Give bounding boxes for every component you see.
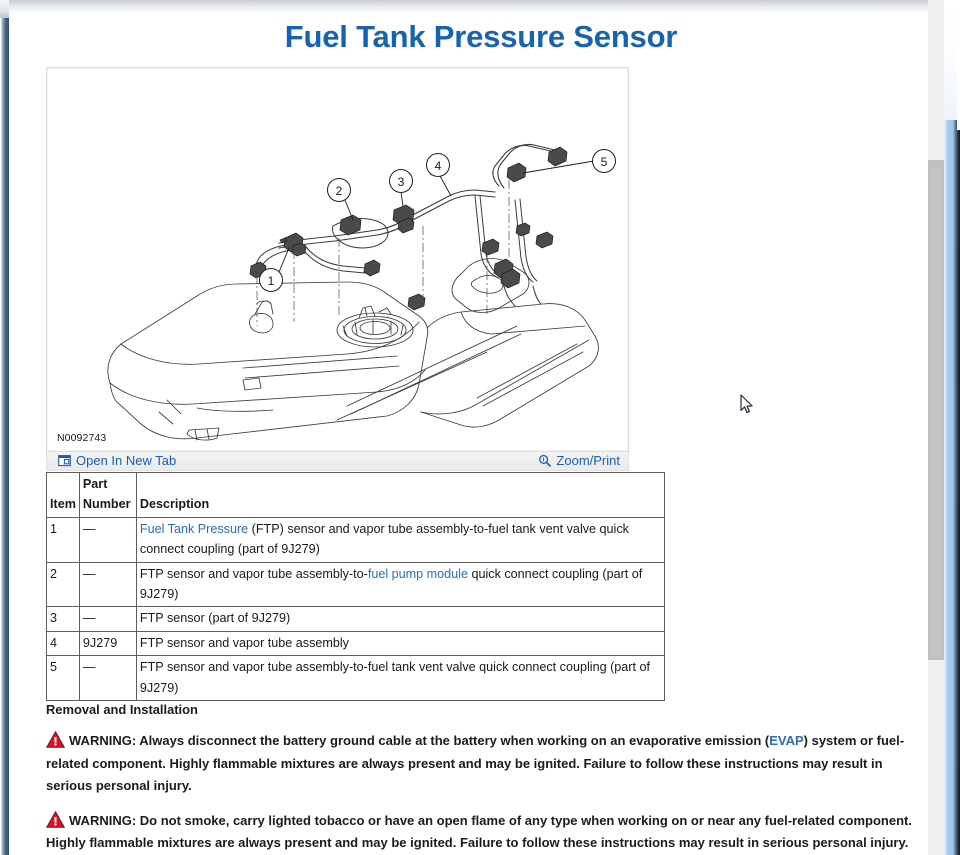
cell-part-number: — — [78, 606, 137, 632]
header-part-number: Part Number — [78, 472, 137, 518]
warning-block: WARNING: Always disconnect the battery g… — [45, 730, 931, 797]
warning-triangle-icon — [45, 810, 66, 828]
cell-item: 4 — [46, 630, 80, 657]
magnifier-icon — [538, 454, 552, 467]
figure-id-label: N0092743 — [57, 432, 107, 444]
open-in-new-tab-button[interactable]: Open In New Tab — [58, 454, 176, 467]
document-page: Fuel Tank Pressure Sensor — [9, 0, 935, 855]
svg-text:5: 5 — [601, 155, 608, 169]
description-suffix: (FTP) sensor and vapor tube assembly-to-… — [139, 521, 629, 557]
warning-text-after: ) system or fuel-related component. High… — [46, 733, 905, 794]
page-title: Fuel Tank Pressure Sensor — [284, 19, 678, 54]
warning-triangle-icon — [45, 731, 66, 749]
cell-item: 1 — [46, 516, 80, 563]
window-right-frame — [944, 0, 960, 855]
window-right-frame-highlight — [944, 0, 960, 120]
procedure-section: Removal and Installation WARNING: Always… — [45, 702, 931, 855]
parts-table: Item Part Number Description 1 — Fuel Ta… — [46, 472, 666, 701]
svg-text:4: 4 — [435, 159, 442, 173]
cell-description: FTP sensor and vapor tube assembly-to-fu… — [135, 561, 666, 608]
window-left-frame-highlight — [0, 0, 9, 18]
cell-description: Fuel Tank Pressure (FTP) sensor and vapo… — [135, 516, 666, 563]
table-header-row: Item Part Number Description — [46, 472, 666, 518]
svg-text:1: 1 — [268, 274, 275, 288]
svg-text:3: 3 — [398, 175, 405, 189]
cell-part-number: — — [78, 516, 137, 563]
window-top-shade — [9, 0, 944, 14]
fuel-tank-diagram: 1 2 3 4 5 — [107, 143, 616, 441]
figure-toolbar: Open In New Tab Zoom/Print — [46, 452, 629, 471]
description-link[interactable]: fuel pump module — [367, 566, 468, 581]
cell-item: 5 — [46, 655, 80, 701]
open-in-new-tab-icon — [58, 454, 71, 467]
procedure-heading: Removal and Installation — [46, 702, 198, 717]
cell-description: FTP sensor (part of 9J279) — [135, 606, 666, 632]
description-suffix: quick connect coupling (part of 9J279) — [139, 566, 643, 601]
warning-block: WARNING: Do not smoke, carry lighted tob… — [45, 810, 931, 855]
warning-text-before: WARNING: Always disconnect the battery g… — [69, 733, 770, 749]
cell-description: FTP sensor and vapor tube assembly-to-fu… — [135, 655, 666, 701]
zoom-print-label: Zoom/Print — [556, 453, 620, 468]
cell-part-number: — — [78, 655, 137, 701]
warning-text-before: WARNING: Do not smoke, carry lighted tob… — [46, 812, 912, 851]
cell-part-number: 9J279 — [78, 630, 137, 657]
window-left-frame — [0, 0, 9, 855]
cell-item: 3 — [46, 606, 80, 632]
table-row: 3 — FTP sensor (part of 9J279) — [46, 606, 666, 632]
table-body: 1 — Fuel Tank Pressure (FTP) sensor and … — [46, 516, 666, 701]
svg-text:2: 2 — [336, 184, 343, 198]
table-row: 2 — FTP sensor and vapor tube assembly-t… — [46, 561, 666, 608]
table-row: 5 — FTP sensor and vapor tube assembly-t… — [46, 655, 666, 701]
table-row: 1 — Fuel Tank Pressure (FTP) sensor and … — [46, 516, 666, 563]
vertical-scrollbar-thumb[interactable] — [928, 160, 944, 660]
header-description: Description — [135, 472, 666, 518]
figure-panel[interactable]: 1 2 3 4 5 N0092743 — [46, 67, 629, 452]
evap-link[interactable]: EVAP — [769, 733, 804, 749]
cell-description: FTP sensor and vapor tube assembly — [135, 630, 666, 657]
description-prefix: FTP sensor and vapor tube assembly-to- — [139, 566, 368, 581]
description-link[interactable]: Fuel Tank Pressure — [139, 521, 249, 536]
header-part-number-line2: Number — [82, 497, 131, 512]
header-item: Item — [46, 472, 80, 518]
table-row: 4 9J279 FTP sensor and vapor tube assemb… — [46, 630, 666, 657]
open-in-new-tab-label: Open In New Tab — [76, 453, 177, 468]
zoom-print-button[interactable]: Zoom/Print — [538, 454, 620, 467]
cell-part-number: — — [78, 561, 137, 608]
cell-item: 2 — [46, 561, 80, 608]
window-right-frame-edge — [957, 0, 960, 130]
header-part-number-line1: Part — [82, 477, 108, 491]
